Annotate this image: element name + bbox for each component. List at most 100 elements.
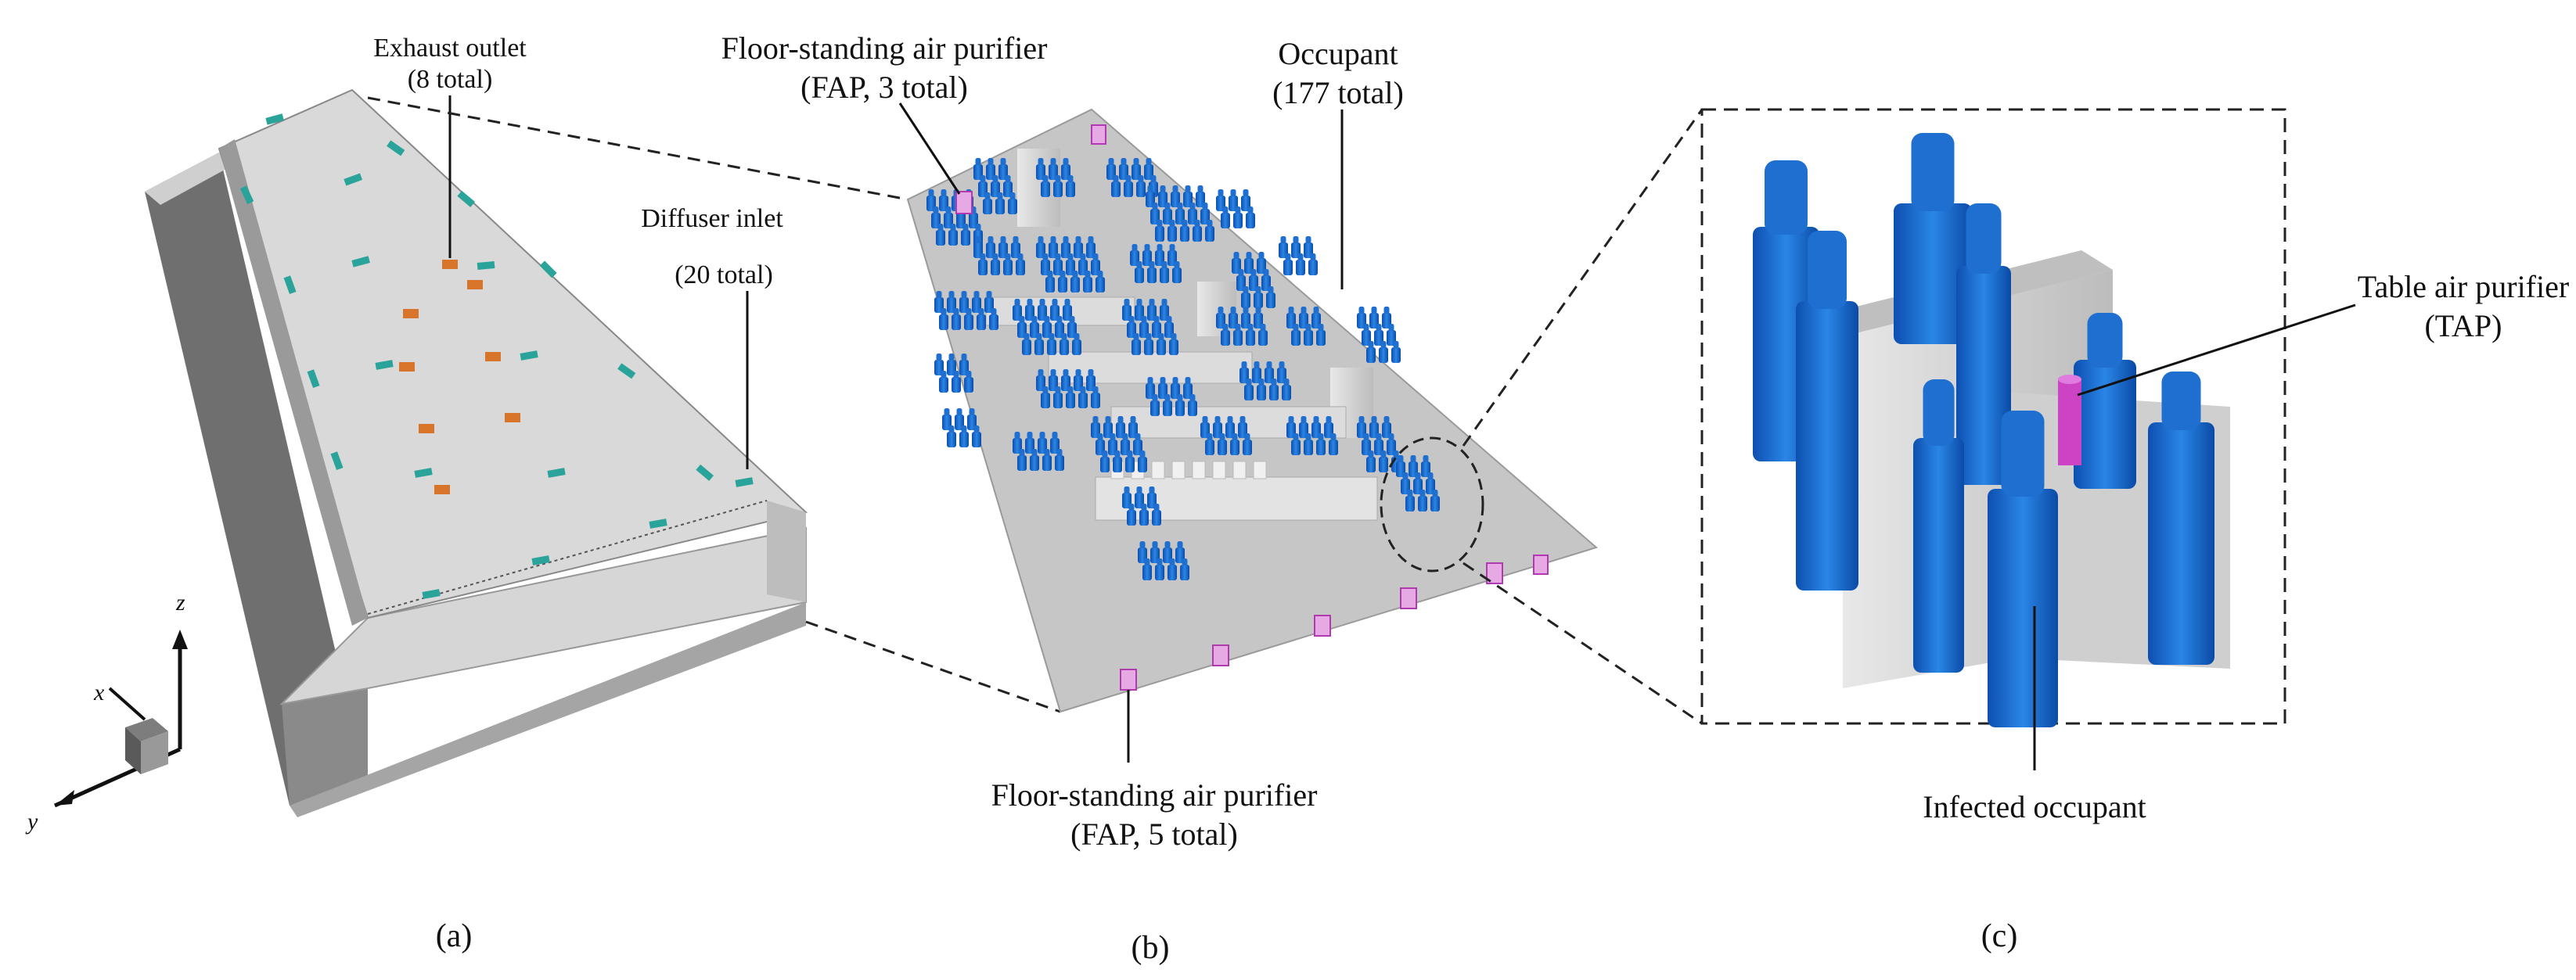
occupant-b (1078, 386, 1088, 408)
occupant-b (1379, 341, 1388, 363)
occupant-b (1066, 175, 1075, 197)
fap-unit (1400, 587, 1417, 609)
occupant-b (1083, 271, 1092, 293)
tap-label-line1: Table air purifier (2358, 269, 2569, 304)
occupant-b (1366, 451, 1376, 472)
caption-a: (a) (436, 918, 473, 954)
occupant-b (1055, 449, 1064, 471)
diffuser-inlet (520, 350, 538, 361)
occupant-b (1180, 220, 1189, 242)
occupant-b (1283, 253, 1293, 275)
occupant-b (1096, 271, 1105, 293)
occupant-b (977, 308, 986, 330)
occupant-b (1316, 324, 1326, 346)
occupant-b (983, 192, 992, 214)
occupant-b (936, 224, 945, 246)
occupant-b (1193, 220, 1202, 242)
occupant-b (1139, 504, 1149, 526)
occupant-b (1379, 451, 1388, 472)
diffuser-inlets (239, 113, 754, 599)
occupant-b (1430, 490, 1440, 512)
tap-label-line2: (TAP) (2424, 308, 2502, 343)
panel-a-room-model (145, 88, 808, 817)
occupant-b (964, 308, 973, 330)
occupant-b (1291, 433, 1301, 455)
occupant-b (1113, 451, 1122, 472)
occupant-b (1163, 394, 1172, 416)
occupant-b (952, 308, 961, 330)
occupant-b (1172, 261, 1182, 283)
occupant-b (948, 224, 958, 246)
occupant-b (1308, 253, 1318, 275)
occupant-b (1304, 324, 1313, 346)
fap-unit (955, 191, 973, 214)
occupant-b (1230, 433, 1239, 455)
exhaust-outlet (403, 309, 419, 318)
occupant-b (1188, 394, 1197, 416)
exhaust-outlets (399, 260, 520, 494)
occupant-b (1116, 416, 1125, 438)
occupant-b (1329, 433, 1338, 455)
diffuser-inlet (531, 555, 550, 565)
occupant-b (1135, 261, 1144, 283)
occupant-b (1030, 449, 1039, 471)
occupant-b (1233, 206, 1243, 228)
occupant-b (1175, 394, 1185, 416)
occupant-b (972, 425, 981, 447)
occupant-b (939, 371, 948, 393)
occupant-b (1218, 433, 1227, 455)
exhaust-outlet (467, 280, 483, 289)
occupant-b (1252, 361, 1261, 383)
occupant-b (1221, 206, 1230, 228)
floor-purifiers-b (955, 124, 1549, 691)
occupant-b (1391, 341, 1401, 363)
fap-unit (1120, 669, 1137, 691)
occupant-b (1136, 175, 1146, 197)
occupant-b (961, 224, 970, 246)
occupant-b (1017, 449, 1027, 471)
occupant-b (1058, 271, 1067, 293)
occupant-b (1405, 490, 1415, 512)
fap-unit (1314, 615, 1331, 637)
connector-a-to-b (367, 96, 1061, 713)
zoom-circle (1380, 436, 1484, 573)
occupant-b (1155, 220, 1164, 242)
occupant-b (1100, 451, 1110, 472)
occupant-b (1205, 433, 1214, 455)
occupant-b (1111, 175, 1121, 197)
occupant-b (1246, 206, 1255, 228)
exhaust-outlet (434, 485, 450, 494)
diffuser-inlet (477, 261, 495, 270)
occupant-b (1304, 433, 1313, 455)
occupant-label-line1: Occupant (1278, 36, 1398, 71)
occupant-b (952, 371, 961, 393)
exhaust-label-line2: (8 total) (408, 65, 493, 94)
occupant-b (1041, 386, 1050, 408)
occupant-b (1155, 558, 1164, 580)
occupant-b (1282, 379, 1291, 400)
occupant-b (1060, 333, 1069, 355)
occupant-b (1233, 324, 1243, 346)
axis-y-label: y (25, 809, 38, 835)
occupant-b (1180, 558, 1189, 580)
occupant-b (1257, 379, 1266, 400)
exhaust-outlet (419, 424, 434, 433)
occupant-b (1003, 253, 1013, 275)
occupant-b (1042, 449, 1052, 471)
occupant-b (1072, 333, 1081, 355)
occupant-b (1205, 220, 1214, 242)
occupant-b (1091, 386, 1100, 408)
diffuser-inlet (735, 477, 754, 487)
panel-a-annotations: Exhaust outlet (8 total) Diffuser inlet … (373, 34, 783, 469)
occupant-c (1956, 203, 2011, 485)
occupant-b (1366, 341, 1376, 363)
occupant-b (959, 425, 969, 447)
occupant-b (1243, 433, 1252, 455)
occupant-b (1244, 379, 1254, 400)
occupant-b (1157, 333, 1166, 355)
occupant-c (1988, 411, 2058, 727)
diffuser-inlet (283, 275, 297, 295)
occupant-b (1016, 253, 1025, 275)
occupant-b (1144, 333, 1153, 355)
